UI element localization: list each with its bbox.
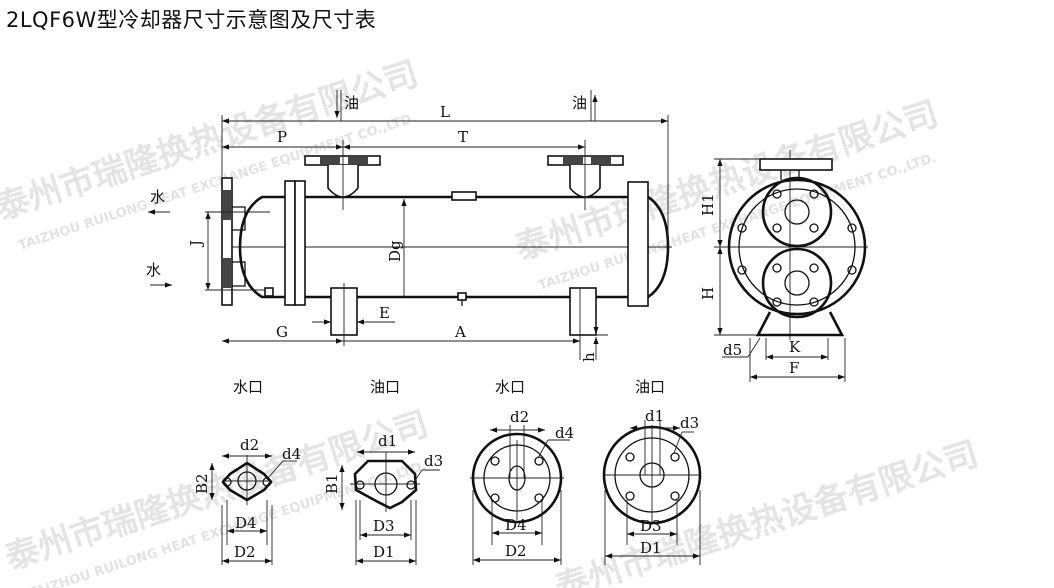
main-view: 油 油 水 水 L P T J Dg G A E h [146, 90, 672, 362]
page-title: 2LQF6W型冷却器尺寸示意图及尺寸表 [6, 8, 377, 32]
svg-text:D2: D2 [234, 543, 256, 561]
end-view: H1 H K F d5 [699, 150, 868, 382]
dim-G: G [276, 323, 288, 341]
detail-oil-port-small: 油口 d1 B1 d3 D3 D1 [323, 378, 443, 565]
detail-water-port-large: 水口 d2 d4 D4 D2 [470, 378, 574, 565]
dim-d5: d5 [723, 341, 742, 359]
svg-text:B2: B2 [193, 473, 211, 494]
dim-L: L [440, 103, 450, 121]
svg-text:油口: 油口 [370, 378, 400, 396]
svg-text:d4: d4 [282, 445, 301, 463]
water-outlet-label: 水 [150, 188, 165, 206]
dim-F: F [789, 359, 799, 377]
dim-K: K [789, 338, 801, 356]
detail-oil-port-large: 油口 d1 d3 D3 D1 [602, 378, 702, 565]
svg-text:d1: d1 [378, 432, 397, 450]
dim-T: T [458, 128, 468, 146]
dim-Dg: Dg [386, 240, 404, 262]
svg-text:泰州市瑞隆换热设备有限公司: 泰州市瑞隆换热设备有限公司 [550, 434, 983, 588]
svg-text:d2: d2 [240, 436, 259, 454]
dim-E: E [379, 304, 390, 322]
svg-text:B1: B1 [323, 473, 341, 494]
dim-J: J [187, 240, 205, 248]
svg-text:D4: D4 [505, 516, 527, 534]
svg-text:d2: d2 [510, 408, 529, 426]
svg-text:D3: D3 [640, 517, 662, 535]
svg-text:d4: d4 [555, 424, 574, 442]
dim-P: P [277, 128, 287, 146]
svg-text:D1: D1 [373, 543, 395, 561]
svg-text:水口: 水口 [233, 378, 263, 396]
svg-text:D4: D4 [235, 514, 257, 532]
oil-port-right [547, 140, 624, 210]
dim-H: H [699, 287, 717, 300]
svg-text:油口: 油口 [635, 378, 665, 396]
oil-outlet-label: 油 [572, 94, 587, 112]
svg-text:水口: 水口 [495, 378, 525, 396]
dim-H1: H1 [699, 193, 717, 216]
detail-water-port-small: 水口 d2 B2 d4 D4 D2 [193, 378, 301, 565]
water-inlet-label: 水 [146, 261, 161, 279]
svg-text:d3: d3 [680, 414, 699, 432]
svg-text:d3: d3 [424, 452, 443, 470]
svg-text:d1: d1 [645, 407, 664, 425]
svg-text:D3: D3 [373, 517, 395, 535]
oil-inlet-label: 油 [344, 94, 359, 112]
dim-A: A [454, 323, 466, 341]
svg-text:D2: D2 [505, 542, 527, 560]
svg-text:D1: D1 [640, 539, 662, 557]
oil-port-left [304, 140, 381, 210]
dim-h: h [580, 352, 598, 362]
